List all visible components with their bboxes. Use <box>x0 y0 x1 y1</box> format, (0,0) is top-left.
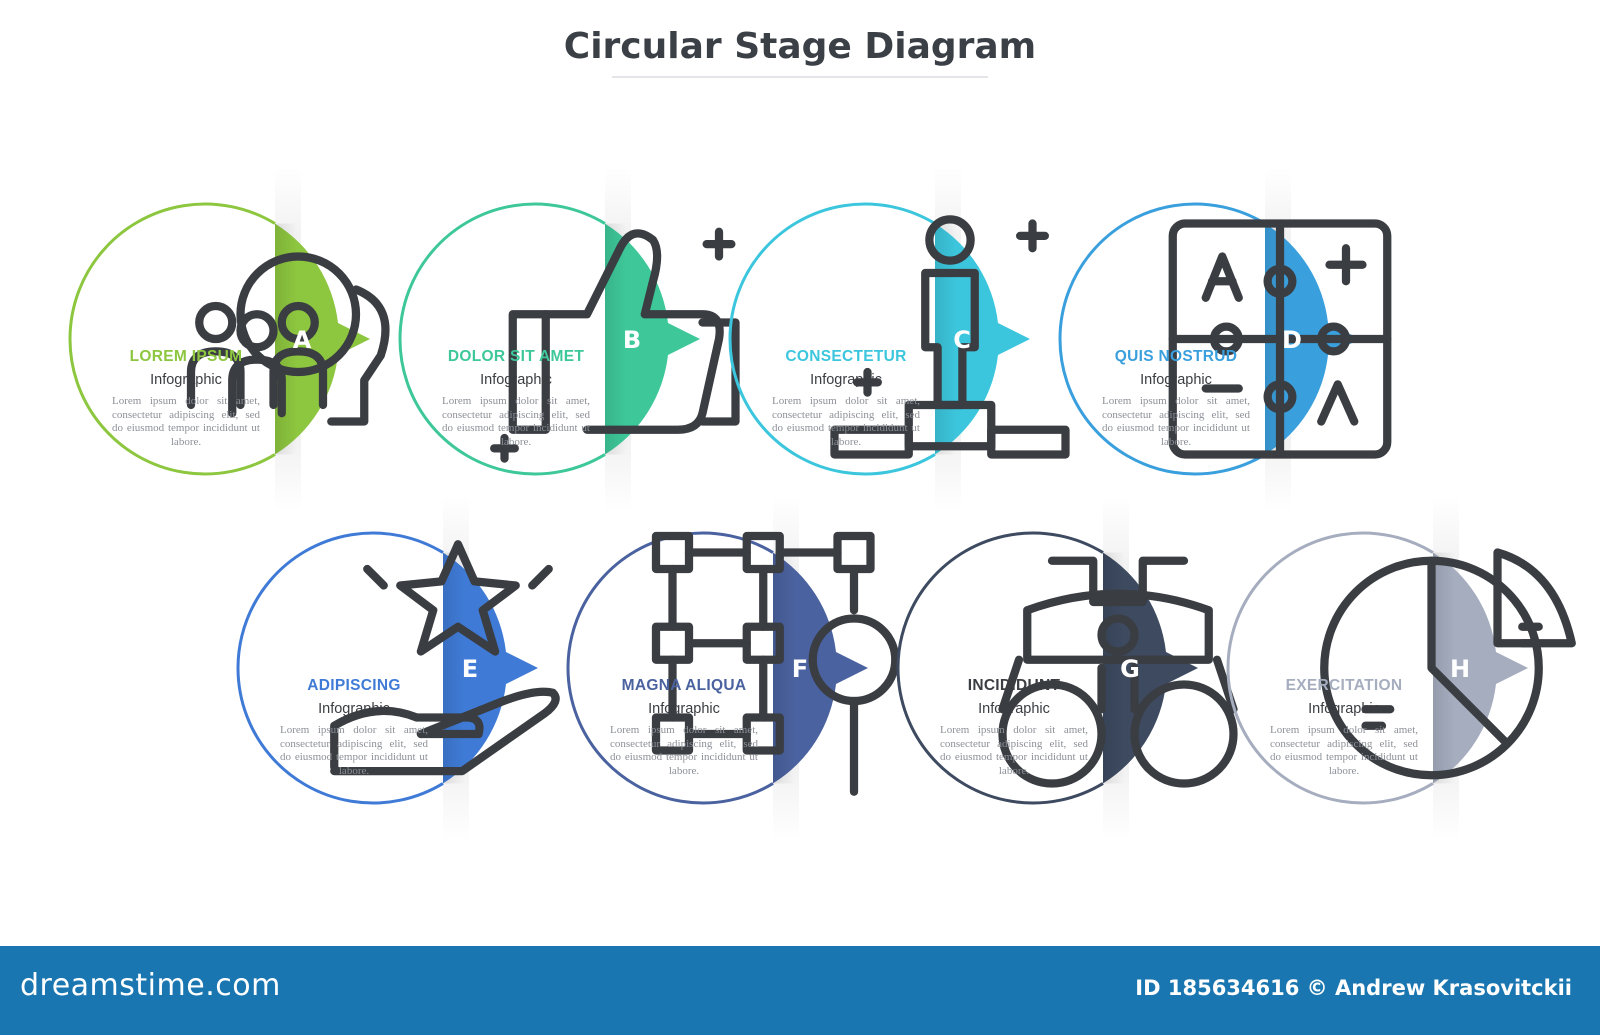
stage-letter: E <box>461 655 479 683</box>
stage-letter: D <box>1282 326 1302 354</box>
stage-letter: B <box>622 326 642 354</box>
network-search-icon <box>651 531 900 796</box>
stage-subtitle: Infographic <box>480 372 552 388</box>
stage-outline-ring <box>896 531 1104 805</box>
footer-bar: dreamstime.com ID 185634616 © Andrew Kra… <box>0 946 1600 1035</box>
stage-description: Lorem ipsum dolor sit amet, consectetur … <box>442 395 590 448</box>
stage-tab-segment <box>443 552 538 784</box>
stage-tab-shadow <box>1103 552 1125 784</box>
stage-text: INCIDIDUNT Infographic Lorem ipsum dolor… <box>940 677 1088 778</box>
stage-tab-shadow <box>1433 552 1455 784</box>
stage-tab-segment <box>275 223 370 455</box>
puzzle-icon <box>1168 219 1392 459</box>
stage-title: MAGNA ALIQUA <box>621 677 747 694</box>
stage-description: Lorem ipsum dolor sit amet, consectetur … <box>1270 724 1418 777</box>
pie-chart-icon <box>1320 548 1576 780</box>
stage-d: QUIS NOSTRUD Infographic Lorem ipsum dol… <box>1058 166 1500 512</box>
binoculars-icon <box>998 556 1238 788</box>
stage-a: LOREM IPSUM Infographic Lorem ipsum dolo… <box>68 166 510 512</box>
page-title: Circular Stage Diagram <box>563 26 1037 67</box>
stage-outline-ring <box>236 531 444 805</box>
stage-outline-ring <box>398 202 606 476</box>
stage-b: DOLOR SIT AMET Infographic Lorem ipsum d… <box>398 166 840 512</box>
stage-text: DOLOR SIT AMET Infographic Lorem ipsum d… <box>442 348 590 449</box>
stage-tab-segment <box>773 552 868 784</box>
stage-outline-ring <box>1226 531 1434 805</box>
stage-shape <box>398 166 700 512</box>
title-underline <box>612 76 988 78</box>
stage-subtitle: Infographic <box>1140 372 1212 388</box>
stage-outline-ring <box>68 202 276 476</box>
stage-f: MAGNA ALIQUA Infographic Lorem ipsum dol… <box>566 495 1008 841</box>
stage-outline-ring <box>1058 202 1266 476</box>
stage-description: Lorem ipsum dolor sit amet, consectetur … <box>112 395 260 448</box>
stage-title: LOREM IPSUM <box>129 348 243 365</box>
stage-description: Lorem ipsum dolor sit amet, consectetur … <box>772 395 920 448</box>
stage-subtitle: Infographic <box>1308 701 1380 717</box>
stage-letter: G <box>1120 655 1140 683</box>
stage-text: MAGNA ALIQUA Infographic Lorem ipsum dol… <box>610 677 758 778</box>
stage-letter: F <box>791 655 809 683</box>
stage-shape <box>896 495 1198 841</box>
footer-credit: ID 185634616 © Andrew Krasovitckii <box>1135 976 1572 1000</box>
team-head-icon <box>186 252 390 426</box>
stage-subtitle: Infographic <box>810 372 882 388</box>
stage-c: CONSECTETUR Infographic Lorem ipsum dolo… <box>728 166 1170 512</box>
stage-text: ADIPISCING Infographic Lorem ipsum dolor… <box>280 677 428 778</box>
stage-subtitle: Infographic <box>978 701 1050 717</box>
stage-title: CONSECTETUR <box>785 348 907 365</box>
stage-subtitle: Infographic <box>648 701 720 717</box>
stage-text: EXERCITATION Infographic Lorem ipsum dol… <box>1270 677 1418 778</box>
star-hand-icon <box>330 540 560 776</box>
stage-subtitle: Infographic <box>318 701 390 717</box>
stage-description: Lorem ipsum dolor sit amet, consectetur … <box>280 724 428 777</box>
stage-description: Lorem ipsum dolor sit amet, consectetur … <box>610 724 758 777</box>
stage-subtitle: Infographic <box>150 372 222 388</box>
footer-logo[interactable]: dreamstime.com <box>20 968 281 1003</box>
stage-h: EXERCITATION Infographic Lorem ipsum dol… <box>1226 495 1600 841</box>
stage-title: ADIPISCING <box>307 677 401 694</box>
stage-tab-shadow <box>605 223 627 455</box>
stage-letter: H <box>1449 655 1471 683</box>
stage-text: CONSECTETUR Infographic Lorem ipsum dolo… <box>772 348 920 449</box>
stage-title: QUIS NOSTRUD <box>1114 348 1238 365</box>
stage-title: DOLOR SIT AMET <box>447 348 585 365</box>
stage-g: INCIDIDUNT Infographic Lorem ipsum dolor… <box>896 495 1338 841</box>
stage-text: QUIS NOSTRUD Infographic Lorem ipsum dol… <box>1102 348 1250 449</box>
stage-tab-segment <box>605 223 700 455</box>
stage-title: EXERCITATION <box>1285 677 1403 694</box>
stage-tab-segment <box>1103 552 1198 784</box>
stage-description: Lorem ipsum dolor sit amet, consectetur … <box>940 724 1088 777</box>
stage-text: LOREM IPSUM Infographic Lorem ipsum dolo… <box>112 348 260 449</box>
stage-outline-ring <box>728 202 936 476</box>
stage-letter: A <box>292 326 312 354</box>
podium-winner-icon <box>830 215 1070 459</box>
stage-tab-segment <box>1433 552 1528 784</box>
stage-description: Lorem ipsum dolor sit amet, consectetur … <box>1102 395 1250 448</box>
stage-e: ADIPISCING Infographic Lorem ipsum dolor… <box>236 495 678 841</box>
stage-letter: C <box>953 326 971 354</box>
stage-title: INCIDIDUNT <box>967 677 1061 694</box>
